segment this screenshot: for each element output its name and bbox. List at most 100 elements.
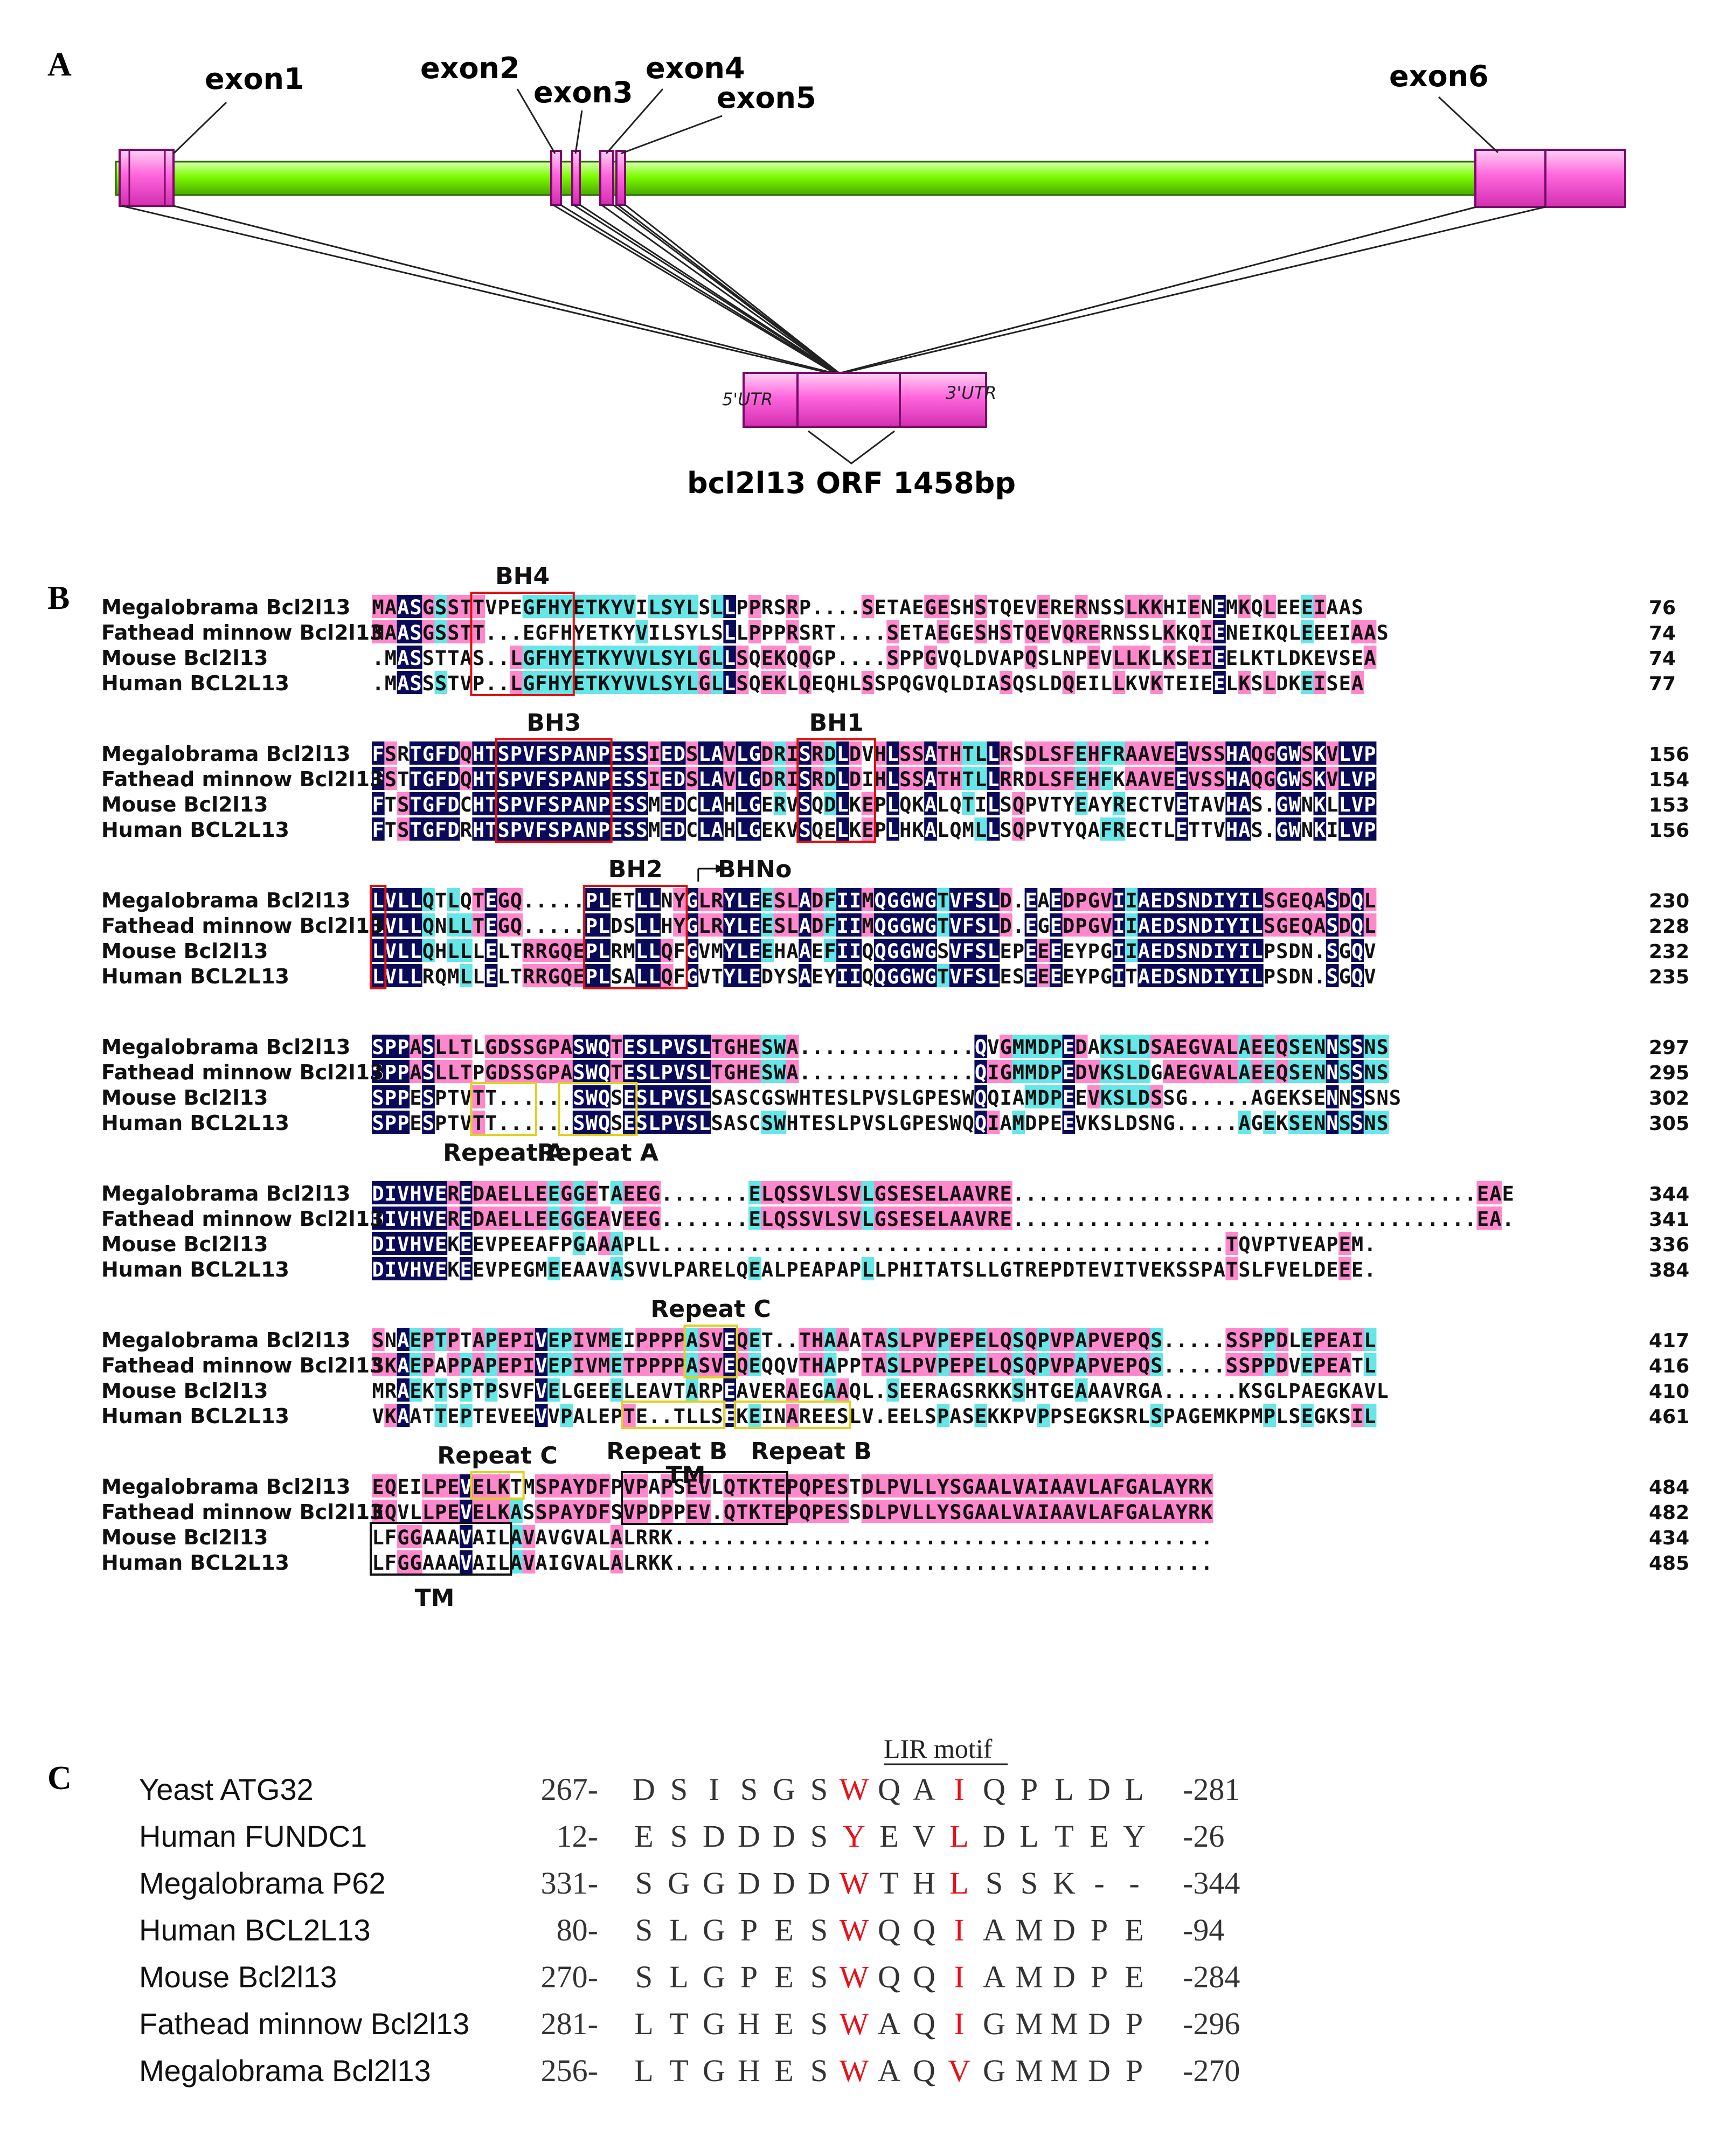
residue: K [1100,1061,1113,1084]
residue: . [1050,1208,1062,1231]
residue: E [636,1182,648,1205]
residue-shade [924,792,937,815]
residue: S [623,743,635,766]
residue-shade [911,767,925,790]
residue-shade [460,620,473,643]
residue: L [485,1501,497,1524]
residue: E [485,940,497,963]
residue: A [1314,889,1326,912]
residue: K [598,596,611,619]
residue-shade [1100,741,1113,765]
residue-shade [1175,767,1188,790]
residue: P [510,743,522,766]
residue-shade [1263,671,1276,694]
residue: W [1288,768,1301,791]
sequence-end-position: 484 [1649,1476,1689,1499]
residue: S [912,743,924,766]
residue-shade [660,792,674,815]
residue: T [761,1329,773,1352]
residue: D [1025,1112,1037,1135]
residue: S [862,672,873,695]
residue: E [1063,1112,1074,1135]
residue: E [661,819,672,842]
residue: S [410,672,421,695]
residue: A [711,743,723,766]
residue-shade [937,595,950,618]
residue: V [460,1501,472,1524]
residue: V [623,1475,635,1499]
residue: D [824,743,836,766]
residue-shade [397,888,410,911]
residue: Q [1025,647,1037,670]
residue: N [1188,914,1200,938]
residue: A [686,1329,698,1352]
residue: E [761,940,773,963]
residue-shade [422,817,435,841]
residue: R [1126,1379,1138,1403]
residue-shade [1137,741,1150,765]
lir-residue: L [1019,1819,1038,1854]
residue: V [1100,1329,1112,1352]
residue: W [1288,793,1301,816]
residue: V [523,793,535,816]
residue: E [548,1258,560,1281]
residue: L [623,1526,635,1549]
residue: K [1288,1086,1301,1110]
lir-residue: Q [878,1912,900,1947]
residue: S [799,768,811,791]
residue: . [937,1233,949,1256]
residue: G [523,672,535,695]
residue: F [372,768,384,791]
residue: S [573,1086,585,1110]
residue-shade [1074,620,1088,643]
residue: E [1201,672,1212,695]
residue: A [1088,793,1100,816]
lir-residue: A [878,2053,900,2088]
residue: P [1050,1258,1062,1281]
residue: E [410,1112,421,1135]
residue: V [949,940,961,963]
residue: E [611,768,622,791]
residue: L [698,1061,710,1084]
residue: P [510,768,522,791]
residue: G [1276,819,1288,842]
residue: V [586,1354,598,1377]
residue: R [385,1379,397,1403]
residue-shade [673,595,686,618]
residue: I [1326,819,1338,842]
residue: V [1288,1354,1300,1377]
residue: . [1176,1379,1188,1403]
residue: G [1339,965,1351,988]
residue: H [1163,596,1175,619]
residue: E [975,1329,987,1352]
lir-residue: D [808,1866,830,1901]
residue: A [447,1551,459,1575]
utr5-label: 5'UTR [722,389,773,410]
residue: S [837,1501,849,1524]
residue: E [372,1475,384,1499]
residue: E [1000,965,1012,988]
residue-shade [685,888,699,911]
residue-shade [1162,741,1176,765]
residue: L [698,914,710,938]
residue: S [912,768,924,791]
residue: . [1226,1379,1238,1403]
residue: Q [460,743,472,766]
residue: D [1163,889,1175,912]
residue: L [736,793,748,816]
residue: P [1050,1086,1062,1110]
residue: L [598,1526,610,1549]
residue: E [1063,596,1074,619]
residue: L [698,1112,710,1135]
residue: N [586,793,598,816]
residue-shade [1200,767,1213,790]
residue: L [510,1182,522,1205]
residue-shade [1313,792,1327,815]
residue-shade [572,595,586,618]
residue: . [1427,1208,1439,1231]
residue-shade [786,620,799,643]
residue: L [1339,768,1351,791]
residue: K [1163,1258,1175,1281]
residue: Q [1063,672,1074,695]
residue: A [1238,1036,1250,1059]
